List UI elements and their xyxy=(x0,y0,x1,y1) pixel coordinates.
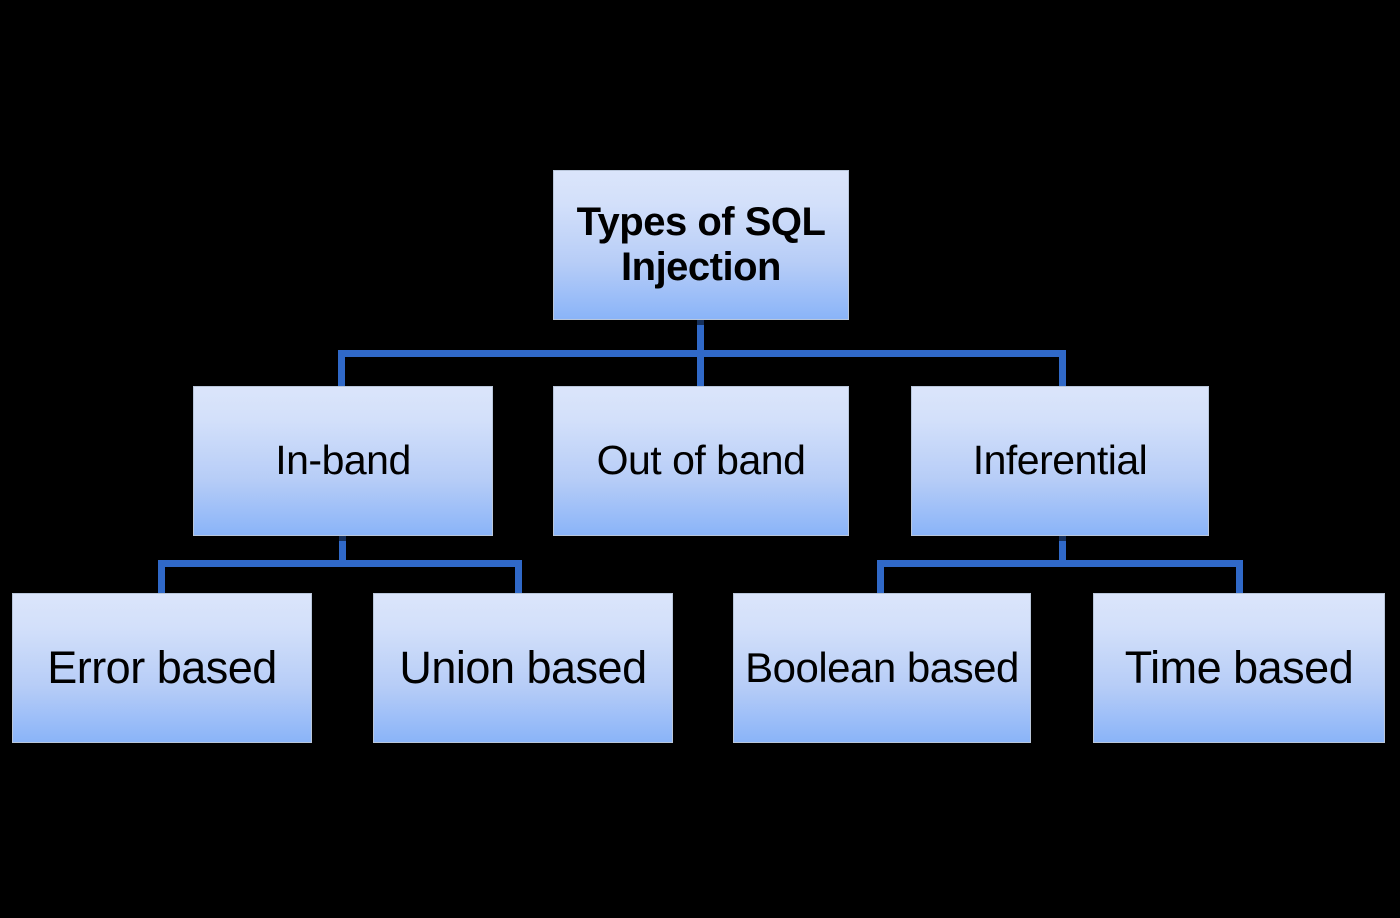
node-inferential[interactable]: Inferential xyxy=(911,386,1209,536)
connector-to-union-based xyxy=(515,560,522,598)
node-label: Boolean based xyxy=(745,644,1019,692)
node-label: Error based xyxy=(47,641,277,693)
node-union-based[interactable]: Union based xyxy=(373,593,673,743)
connector-to-in-band xyxy=(338,350,345,390)
connector-to-error-based xyxy=(158,560,165,598)
node-label: Inferential xyxy=(972,437,1148,484)
connector-to-out-of-band xyxy=(697,350,704,390)
node-types-of-sql-injection[interactable]: Types of SQL Injection xyxy=(553,170,849,320)
node-boolean-based[interactable]: Boolean based xyxy=(733,593,1031,743)
node-time-based[interactable]: Time based xyxy=(1093,593,1385,743)
connector-inferential-bus xyxy=(877,560,1243,567)
connector-to-time-based xyxy=(1236,560,1243,598)
connector-to-inferential xyxy=(1059,350,1066,390)
connector-to-boolean-based xyxy=(877,560,884,598)
connector-in-band-stem xyxy=(339,530,346,566)
connector-root-stem xyxy=(697,318,704,356)
connector-in-band-bus xyxy=(158,560,522,567)
node-error-based[interactable]: Error based xyxy=(12,593,312,743)
node-in-band[interactable]: In-band xyxy=(193,386,493,536)
node-label: Out of band xyxy=(596,437,806,484)
node-label: Types of SQL Injection xyxy=(576,200,826,289)
node-label: Union based xyxy=(399,641,647,693)
node-out-of-band[interactable]: Out of band xyxy=(553,386,849,536)
node-label: Time based xyxy=(1124,641,1354,693)
connector-inferential-stem xyxy=(1059,530,1066,566)
node-label: In-band xyxy=(275,437,411,484)
